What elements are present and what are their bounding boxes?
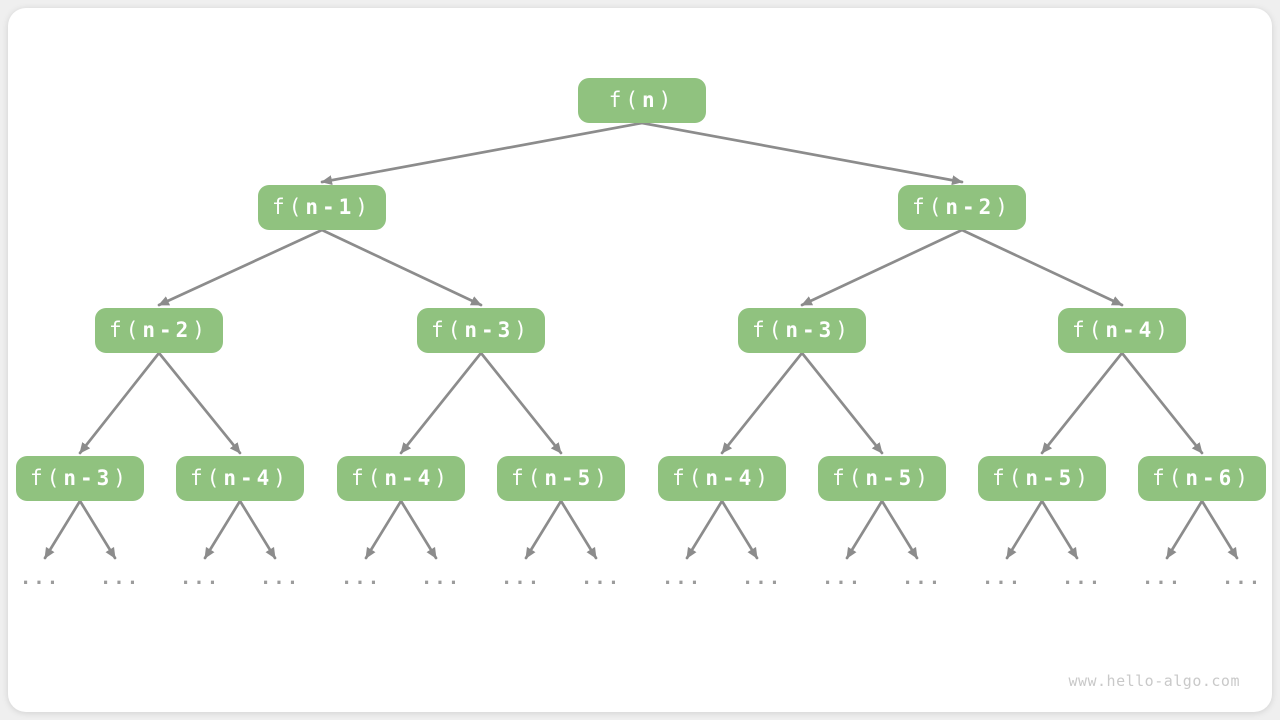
tree-edge-arrow [320,228,483,307]
tree-edge-arrow [1040,499,1079,560]
tree-edge-arrow [479,351,563,455]
tree-edge-arrow [880,499,919,560]
tree-edge-arrow [640,121,964,186]
tree-edge-arrow [399,351,483,455]
tree-edge-arrow [364,499,403,560]
tree-edge-arrow [559,499,598,560]
tree-edge-arrow [800,228,964,307]
tree-edge-arrow [43,499,82,560]
tree-edge-arrow [1005,499,1044,560]
tree-edge-arrow [1165,499,1204,560]
tree-edge-arrow [845,499,884,560]
tree-edge-arrow [524,499,563,560]
watermark: www.hello-algo.com [1068,672,1240,690]
tree-edge-arrow [203,499,242,560]
tree-edge-arrow [1040,351,1124,455]
tree-edge-arrow [1120,351,1204,455]
tree-edge-arrow [720,499,759,560]
tree-edge-arrow [685,499,724,560]
tree-edge-arrow [1200,499,1239,560]
diagram-card [8,8,1272,712]
tree-edge-arrow [720,351,804,455]
tree-edge-arrow [238,499,277,560]
tree-edge-arrow [78,499,117,560]
tree-edge-arrow [399,499,438,560]
tree-edge-arrow [800,351,884,455]
tree-edge-arrow [157,228,324,307]
tree-edge-arrow [157,351,242,455]
tree-edge-arrow [78,351,161,455]
tree-edge-arrow [320,121,644,186]
tree-edge-arrow [960,228,1124,307]
